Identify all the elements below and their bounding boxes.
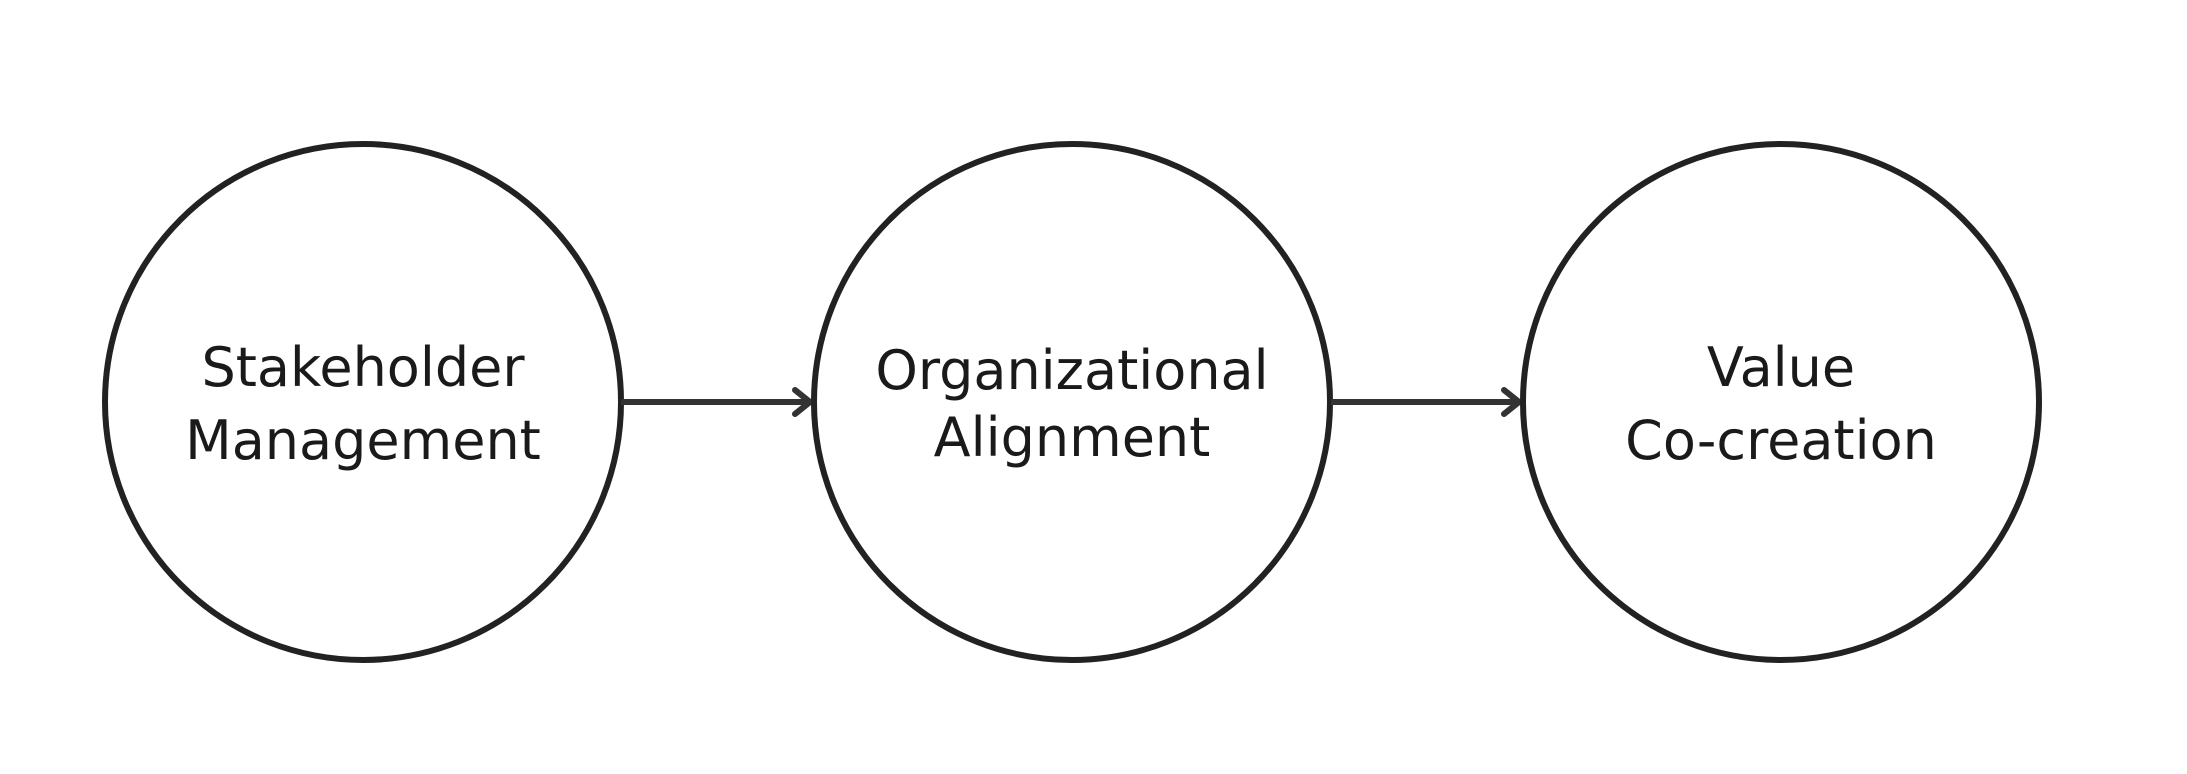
node-stakeholder-management: Stakeholder Management (102, 141, 624, 663)
node-label-line-2: Management (185, 409, 541, 472)
arrow-head-icon (1501, 387, 1522, 417)
node-organizational-alignment: Organizational Alignment (811, 141, 1333, 663)
node-label-line-1: Value (1707, 336, 1855, 399)
arrow-head-icon (792, 387, 813, 417)
node-circle (1520, 141, 2042, 663)
edge-stakeholder-to-organizational (621, 387, 813, 417)
node-label-line-1: Organizational (875, 339, 1268, 402)
node-label-line-2: Alignment (934, 406, 1211, 469)
node-value-co-creation: Value Co-creation (1520, 141, 2042, 663)
node-circle (102, 141, 624, 663)
edge-organizational-to-value (1331, 387, 1522, 417)
node-label-line-1: Stakeholder (201, 336, 525, 399)
node-circle (811, 141, 1333, 663)
node-label-line-2: Co-creation (1625, 409, 1937, 472)
